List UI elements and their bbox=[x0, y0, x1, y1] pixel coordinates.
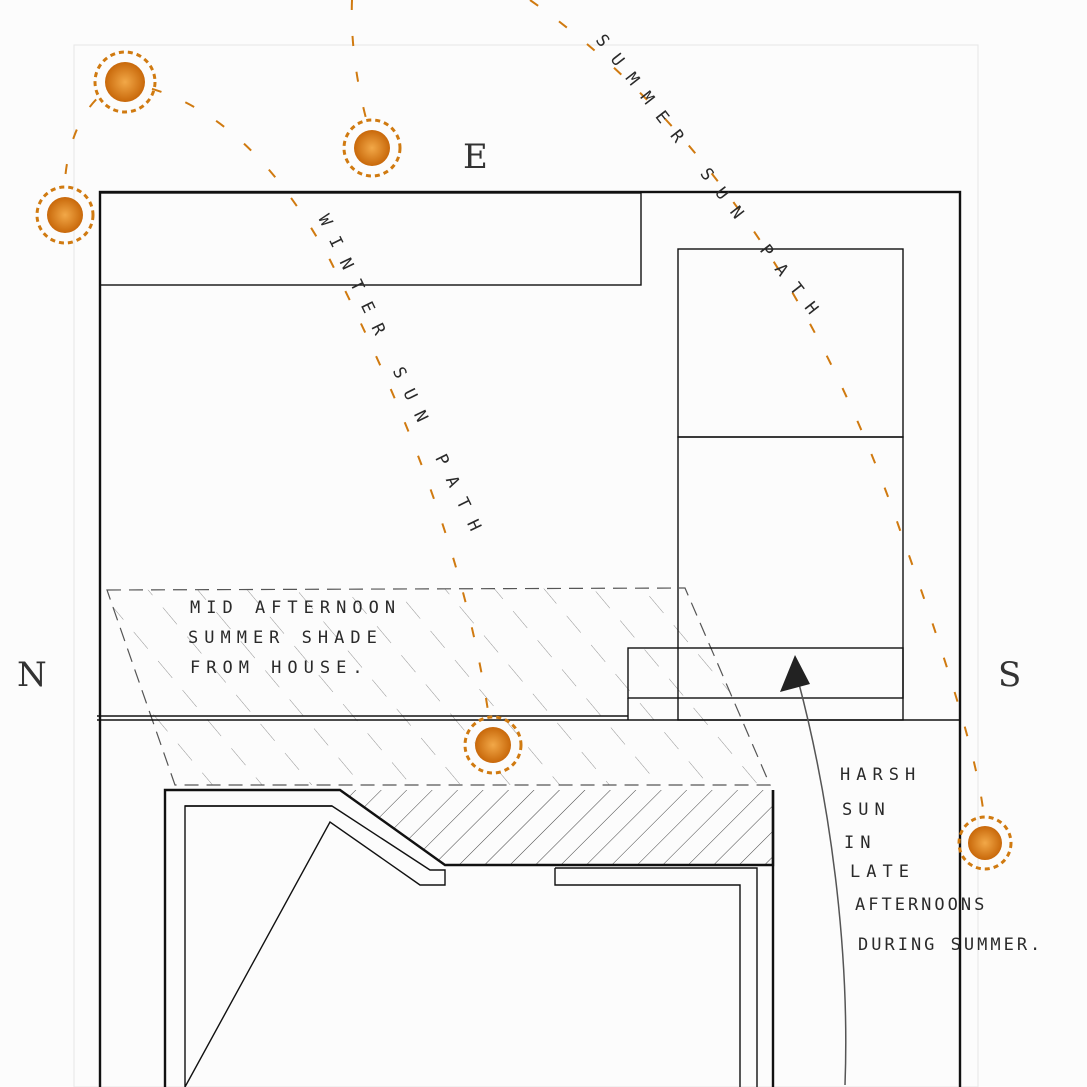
step-structure bbox=[627, 647, 904, 699]
sun-icon bbox=[342, 118, 402, 178]
sun-icon bbox=[463, 715, 523, 775]
harsh-sun-note: HARSH SUN IN LATE AFTERNOONS DURING SUMM… bbox=[840, 765, 1043, 955]
compass-north: N bbox=[17, 655, 47, 695]
svg-text:MID AFTERNOON: MID AFTERNOON bbox=[190, 598, 401, 618]
svg-text:DURING SUMMER.: DURING SUMMER. bbox=[858, 935, 1043, 955]
sun-icon bbox=[35, 185, 95, 245]
svg-text:IN: IN bbox=[844, 833, 876, 853]
harsh-sun-arrow bbox=[797, 679, 847, 1086]
svg-text:FROM HOUSE.: FROM HOUSE. bbox=[190, 658, 369, 678]
arrow-head-icon bbox=[780, 655, 810, 692]
compass-south: S bbox=[998, 655, 1021, 695]
winter-sun-path-line bbox=[63, 80, 493, 741]
top-structure bbox=[99, 192, 642, 286]
svg-text:SUMMER SHADE: SUMMER SHADE bbox=[188, 628, 383, 648]
house-inner-wall bbox=[554, 867, 758, 1087]
svg-text:LATE: LATE bbox=[850, 862, 915, 882]
house-hatched-wall bbox=[340, 790, 773, 865]
lot-boundary bbox=[98, 190, 962, 1087]
paper-border bbox=[73, 44, 979, 1087]
sun-icon bbox=[93, 50, 157, 114]
svg-text:AFTERNOONS: AFTERNOONS bbox=[855, 895, 987, 915]
compass-east: E bbox=[463, 137, 488, 177]
sun-icon bbox=[957, 815, 1013, 871]
svg-text:SUN: SUN bbox=[842, 800, 891, 820]
svg-text:HARSH: HARSH bbox=[840, 765, 921, 785]
winter-sun-path-label: WINTER SUN PATH bbox=[314, 211, 491, 547]
shade-note: MID AFTERNOON SUMMER SHADE FROM HOUSE. bbox=[188, 598, 401, 678]
